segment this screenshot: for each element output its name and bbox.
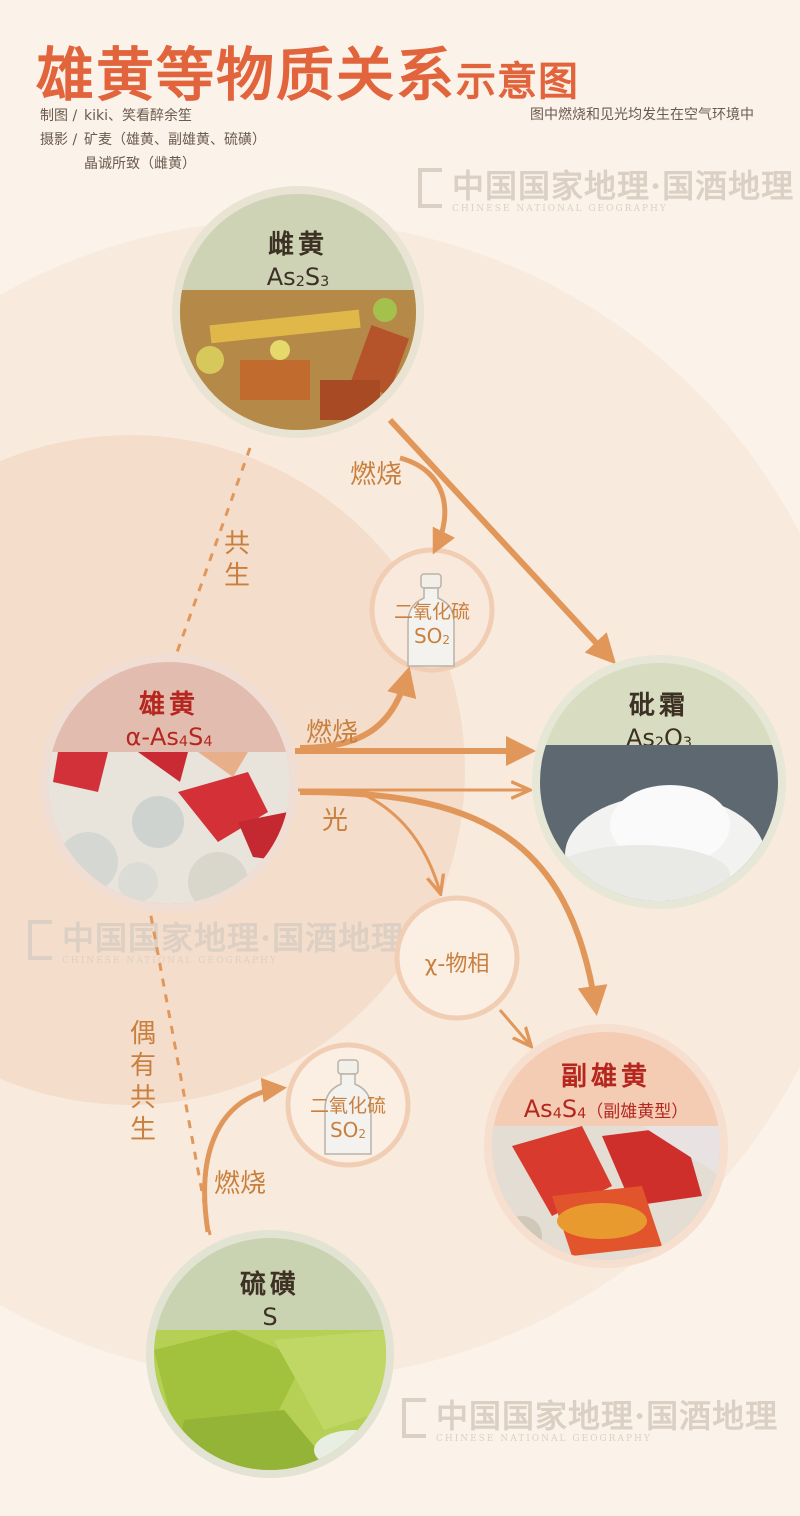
watermark-top: 中国国家地理·国酒地理 CHINESE NATIONAL GEOGRAPHY [418,168,794,214]
arrow-orpiment-to-so2 [399,455,456,555]
node-sulfur: 硫磺 S [146,1230,394,1478]
so2-top-label: 二氧化硫 SO2 [393,601,470,648]
realgar-name: 雄黄 [138,690,199,720]
bottle-top-icon [407,573,455,667]
node-orpiment: 雌黄 As2S3 [172,186,424,438]
page-title: 雄黄等物质关系示意图 [36,41,580,109]
node-realgar: 雄黄 α-As4S4 [40,654,298,912]
label-occasional-coexist: 偶有共生 [129,1019,156,1145]
node-pararealgar: 副雄黄 As4S4（副雄黄型） [484,1024,728,1268]
label-burn-realgar: 燃烧 [306,718,359,748]
arrow-sulfur-to-so2 [202,1077,287,1233]
watermark-bottom: 中国国家地理·国酒地理 CHINESE NATIONAL GEOGRAPHY [402,1398,778,1444]
arrow-light-to-chi-phase [364,793,440,892]
label-coexist: 共生 [223,529,250,591]
chi-phase-halo [394,895,520,1021]
chi-phase-label: χ-物相 [424,952,490,977]
watermark-frame-icon [418,168,442,208]
label-burn-sulfur: 燃烧 [214,1169,267,1199]
environment-note: 图中燃烧和见光均发生在空气环境中 [530,107,754,123]
node-arsenic-trioxide: 砒霜 As2O3 [532,655,786,909]
arrow-realgar-to-so2 [299,666,417,751]
label-light: 光 [322,806,349,836]
realgar-formula: α-As4S4 [125,723,213,751]
pararealgar-photo [492,1126,720,1260]
realgar-photo [48,752,290,904]
arsenic-name: 砒霜 [628,691,689,721]
sulfur-formula: S [262,1303,278,1331]
watermark-middle: 中国国家地理·国酒地理 CHINESE NATIONAL GEOGRAPHY [28,920,404,966]
sulfur-name: 硫磺 [239,1270,300,1300]
orpiment-photo [180,290,416,430]
orpiment-name: 雌黄 [267,230,328,260]
arsenic-photo [540,745,778,901]
label-burn-orpiment: 燃烧 [350,460,403,490]
pararealgar-formula: As4S4（副雄黄型） [523,1095,689,1123]
coexist-line [168,447,252,673]
watermark-frame-icon [402,1398,426,1438]
credits: 制图 /kiki、笑看醉余笙 摄影 /矿麦（雄黄、副雄黄、硫磺） 晶诚所致（雌黄… [40,108,266,172]
pararealgar-name: 副雄黄 [560,1062,651,1092]
so2-bottom-label: 二氧化硫 SO2 [309,1095,386,1142]
watermark-frame-icon [28,920,52,960]
orpiment-formula: As2S3 [266,263,330,291]
sulfur-photo [154,1330,386,1470]
arrow-orpiment-to-arsenic [387,417,617,665]
arrow-chi-to-pararealgar [498,1009,530,1045]
bottle-bottom-icon [324,1059,372,1155]
